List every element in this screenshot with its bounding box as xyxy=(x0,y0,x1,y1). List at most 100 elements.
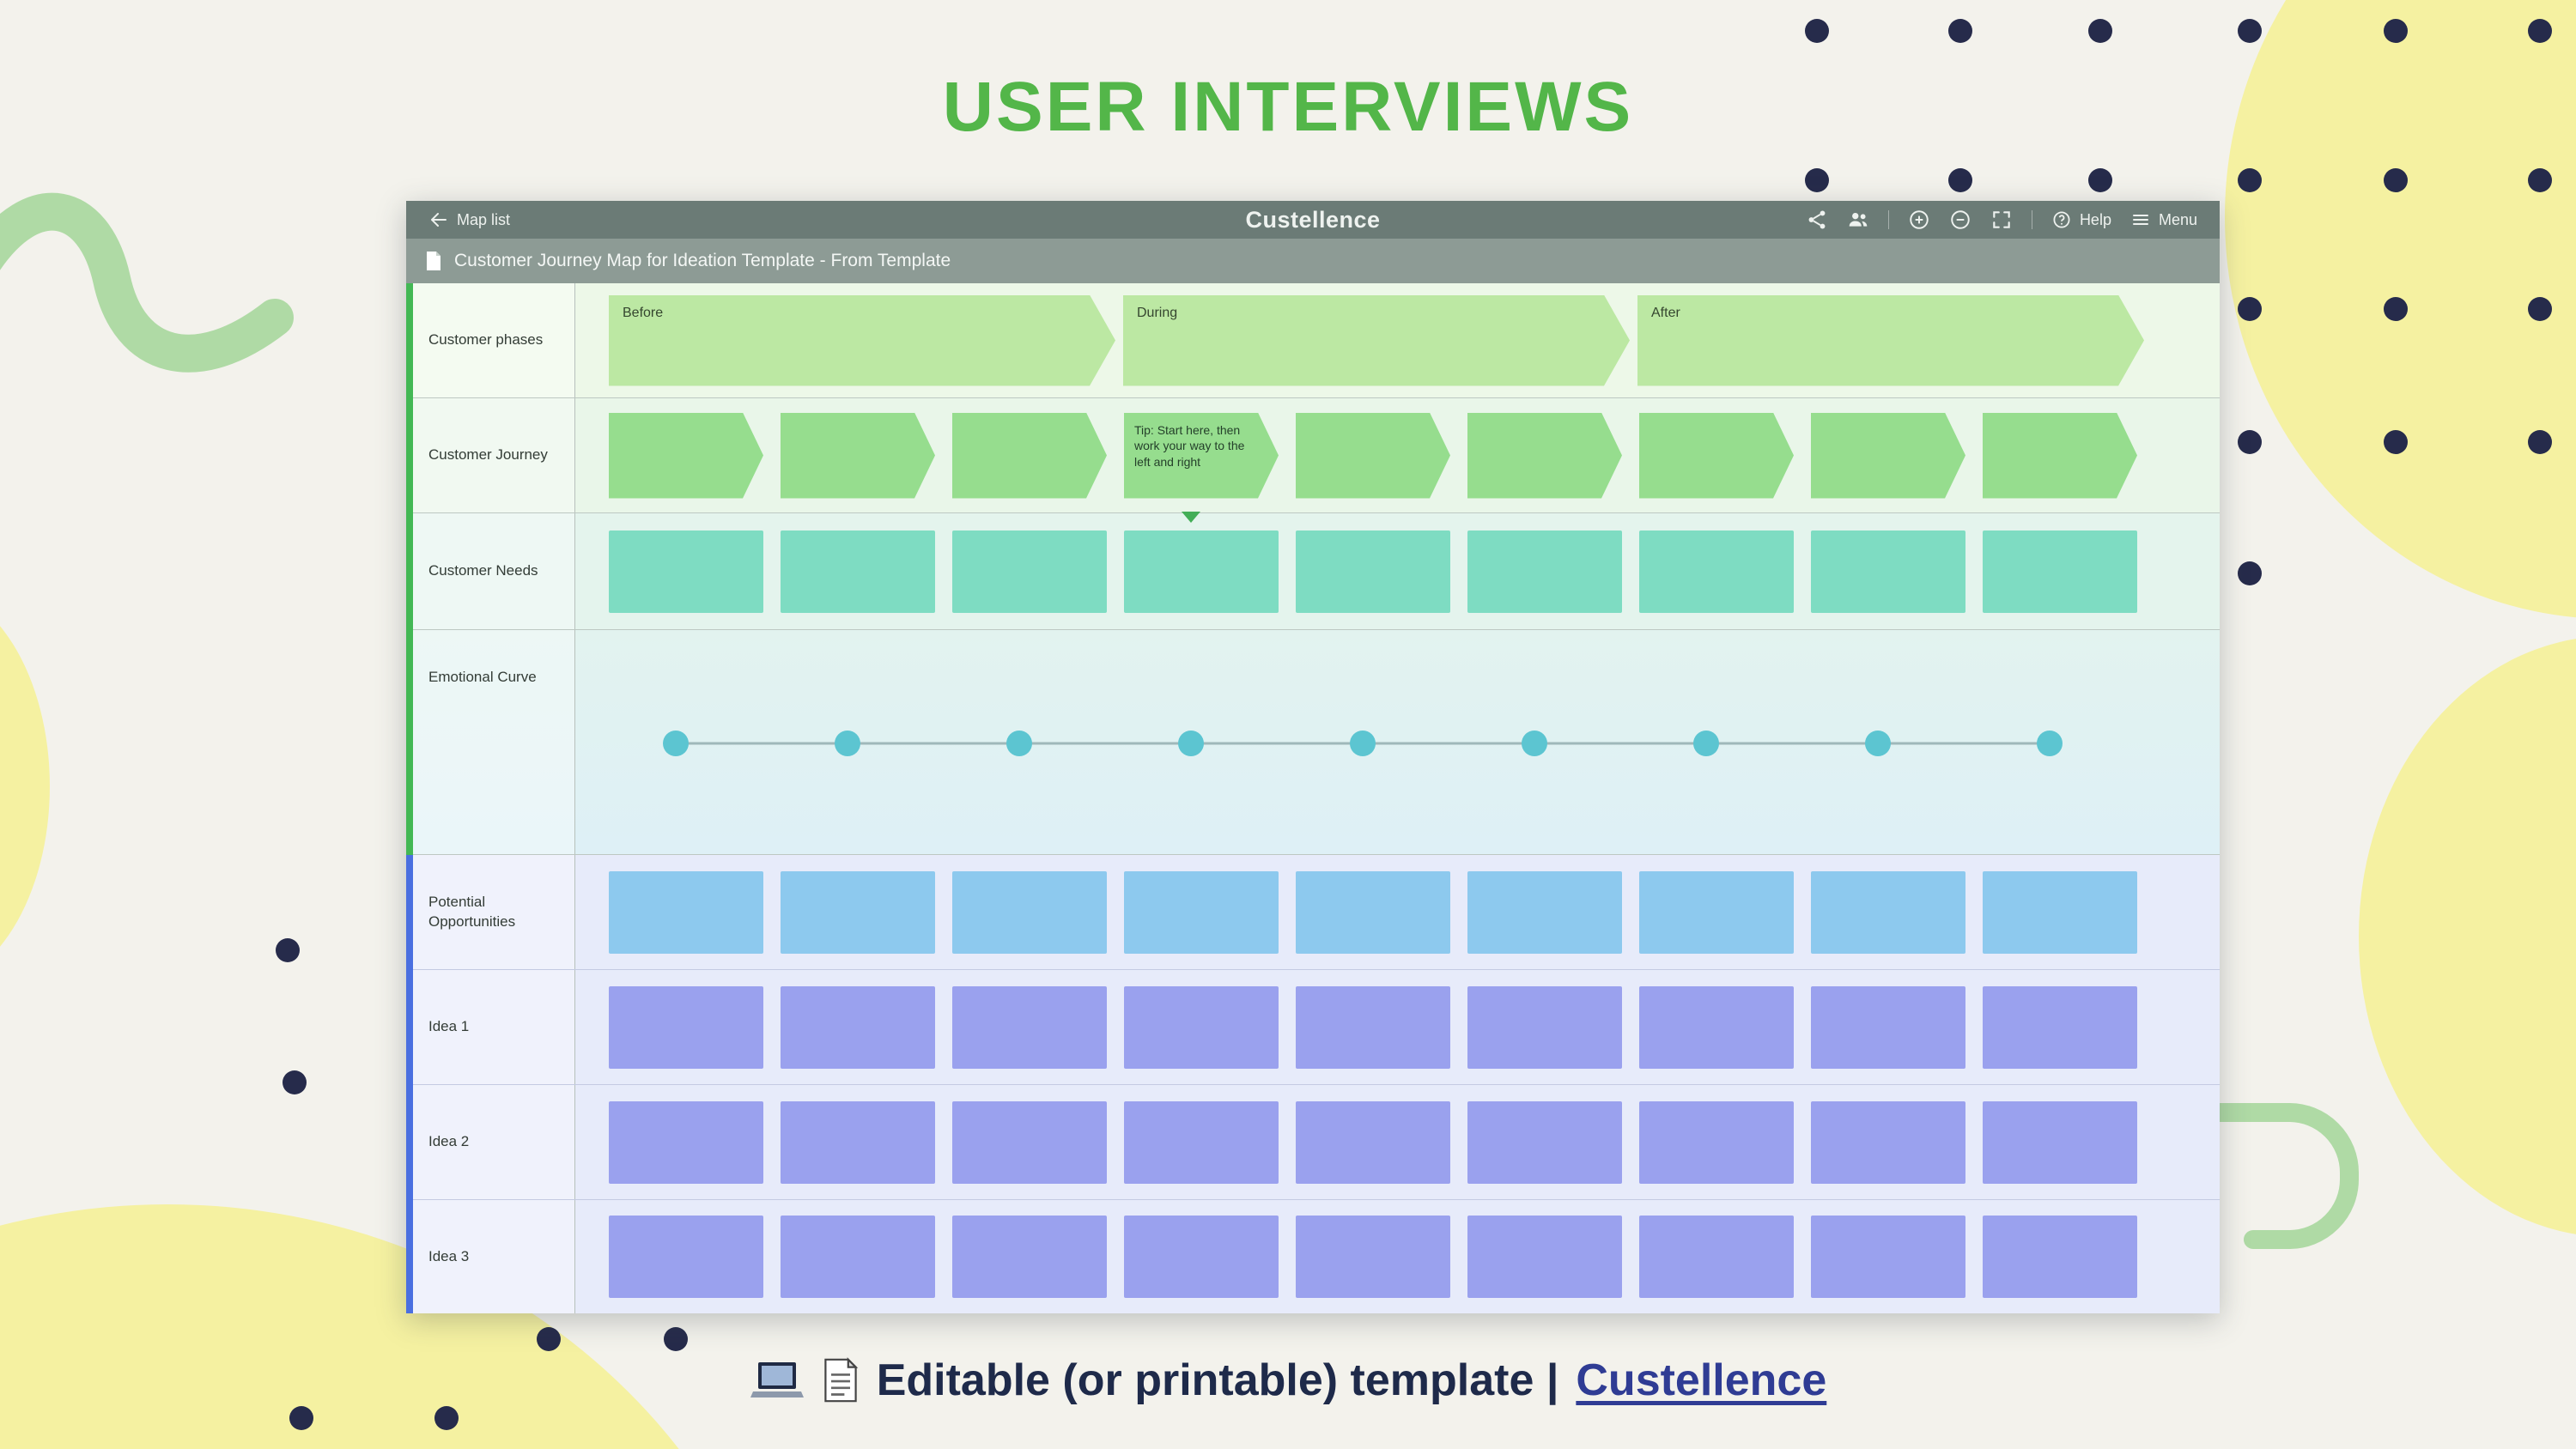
idea-card[interactable] xyxy=(781,1100,935,1184)
back-to-map-list-button[interactable]: Map list xyxy=(428,209,510,230)
idea-card[interactable] xyxy=(952,985,1107,1069)
needs-card[interactable] xyxy=(952,530,1107,613)
idea-card[interactable] xyxy=(1296,1216,1450,1298)
page-title: USER INTERVIEWS xyxy=(942,68,1634,146)
idea-card[interactable] xyxy=(1639,985,1794,1069)
journey-tip-text: Tip: Start here, then work your way to t… xyxy=(1134,422,1245,470)
idea-card[interactable] xyxy=(609,1100,763,1184)
opportunity-card[interactable] xyxy=(781,870,935,954)
idea-card[interactable] xyxy=(781,985,935,1069)
needs-card[interactable] xyxy=(1983,530,2137,613)
menu-button[interactable]: Menu xyxy=(2130,209,2197,230)
journey-card[interactable] xyxy=(1811,413,1965,499)
phase-card-after[interactable]: After xyxy=(1637,295,2144,386)
journey-card[interactable] xyxy=(1467,413,1622,499)
emotional-curve-point[interactable] xyxy=(1350,731,1376,756)
needs-card[interactable] xyxy=(1296,530,1450,613)
laptop-icon xyxy=(750,1359,805,1402)
emotional-curve-point[interactable] xyxy=(1865,731,1891,756)
opportunity-card[interactable] xyxy=(1983,870,2137,954)
idea-card[interactable] xyxy=(1467,1100,1622,1184)
idea-card[interactable] xyxy=(1124,985,1279,1069)
journey-card[interactable] xyxy=(781,413,935,499)
deco-dot xyxy=(2384,430,2408,454)
journey-card[interactable] xyxy=(952,413,1107,499)
idea-card[interactable] xyxy=(1124,1100,1279,1184)
lane-label-customer-journey[interactable]: Customer Journey xyxy=(406,398,575,512)
needs-card[interactable] xyxy=(1811,530,1965,613)
deco-dot xyxy=(1948,168,1972,192)
opportunity-card[interactable] xyxy=(1296,870,1450,954)
idea-card[interactable] xyxy=(781,1216,935,1298)
idea-card[interactable] xyxy=(1983,1100,2137,1184)
idea-card[interactable] xyxy=(1296,985,1450,1069)
journey-card[interactable] xyxy=(1296,413,1450,499)
idea-card[interactable] xyxy=(1296,1100,1450,1184)
idea-card[interactable] xyxy=(1811,1216,1965,1298)
needs-card[interactable] xyxy=(1467,530,1622,613)
phase-card-before[interactable]: Before xyxy=(609,295,1115,386)
emotional-curve-point[interactable] xyxy=(1522,731,1547,756)
lane-label-customer-phases[interactable]: Customer phases xyxy=(406,283,575,397)
emotional-curve-point[interactable] xyxy=(835,731,860,756)
idea-card[interactable] xyxy=(1983,1216,2137,1298)
idea-card[interactable] xyxy=(1983,985,2137,1069)
idea-card[interactable] xyxy=(1811,1100,1965,1184)
idea-card[interactable] xyxy=(609,1216,763,1298)
zoom-out-button[interactable] xyxy=(1949,209,1971,231)
custellence-link[interactable]: Custellence xyxy=(1576,1355,1827,1405)
fullscreen-button[interactable] xyxy=(1990,209,2013,231)
idea-card[interactable] xyxy=(1811,985,1965,1069)
idea-card[interactable] xyxy=(1639,1100,1794,1184)
journey-card[interactable] xyxy=(609,413,763,499)
idea-card[interactable] xyxy=(952,1216,1107,1298)
deco-dot xyxy=(1805,168,1829,192)
idea-card[interactable] xyxy=(1467,1216,1622,1298)
opportunity-card[interactable] xyxy=(1467,870,1622,954)
journey-card[interactable] xyxy=(1639,413,1794,499)
lane-label-idea-2[interactable]: Idea 2 xyxy=(406,1085,575,1199)
opportunity-card[interactable] xyxy=(1639,870,1794,954)
emotional-curve-point[interactable] xyxy=(2037,731,2063,756)
emotional-curve-point[interactable] xyxy=(663,731,689,756)
opportunity-card[interactable] xyxy=(1124,870,1279,954)
opportunity-card[interactable] xyxy=(609,870,763,954)
lane-label-emotional-curve[interactable]: Emotional Curve xyxy=(406,630,575,854)
emotional-curve-point[interactable] xyxy=(1006,731,1032,756)
journey-card[interactable] xyxy=(1983,413,2137,499)
help-button[interactable]: Help xyxy=(2051,209,2111,230)
lane-idea-2: Idea 2 xyxy=(406,1085,2220,1200)
idea-card[interactable] xyxy=(952,1100,1107,1184)
lane-label-customer-needs[interactable]: Customer Needs xyxy=(406,513,575,629)
collaborators-button[interactable] xyxy=(1847,209,1869,231)
zoom-in-button[interactable] xyxy=(1908,209,1930,231)
lane-label-idea-1[interactable]: Idea 1 xyxy=(406,970,575,1084)
opportunity-card[interactable] xyxy=(1811,870,1965,954)
idea-card[interactable] xyxy=(1467,985,1622,1069)
needs-card[interactable] xyxy=(609,530,763,613)
deco-dot xyxy=(434,1406,459,1430)
phase-card-during[interactable]: During xyxy=(1123,295,1630,386)
needs-card[interactable] xyxy=(1639,530,1794,613)
emotional-curve-point[interactable] xyxy=(1693,731,1719,756)
map-titlebar: Customer Journey Map for Ideation Templa… xyxy=(406,239,2220,283)
needs-card[interactable] xyxy=(781,530,935,613)
lane-customer-journey: Customer Journey Tip: Start here, then w… xyxy=(406,398,2220,523)
journey-tip-card[interactable]: Tip: Start here, then work your way to t… xyxy=(1124,413,1279,499)
lane-label-idea-3[interactable]: Idea 3 xyxy=(406,1200,575,1313)
emotional-curve-point[interactable] xyxy=(1178,731,1204,756)
arrow-left-icon xyxy=(431,213,447,227)
lane-label-potential-opportunities[interactable]: Potential Opportunities xyxy=(406,855,575,969)
deco-dot xyxy=(537,1327,561,1351)
share-button[interactable] xyxy=(1806,209,1828,231)
needs-card[interactable] xyxy=(1124,530,1279,613)
emotional-curve-chart xyxy=(663,731,2063,756)
deco-dot xyxy=(2528,168,2552,192)
idea-card[interactable] xyxy=(1124,1216,1279,1298)
deco-dot xyxy=(2238,168,2262,192)
deco-dot xyxy=(2384,297,2408,321)
idea-card[interactable] xyxy=(609,985,763,1069)
map-title[interactable]: Customer Journey Map for Ideation Templa… xyxy=(454,251,951,270)
idea-card[interactable] xyxy=(1639,1216,1794,1298)
opportunity-card[interactable] xyxy=(952,870,1107,954)
